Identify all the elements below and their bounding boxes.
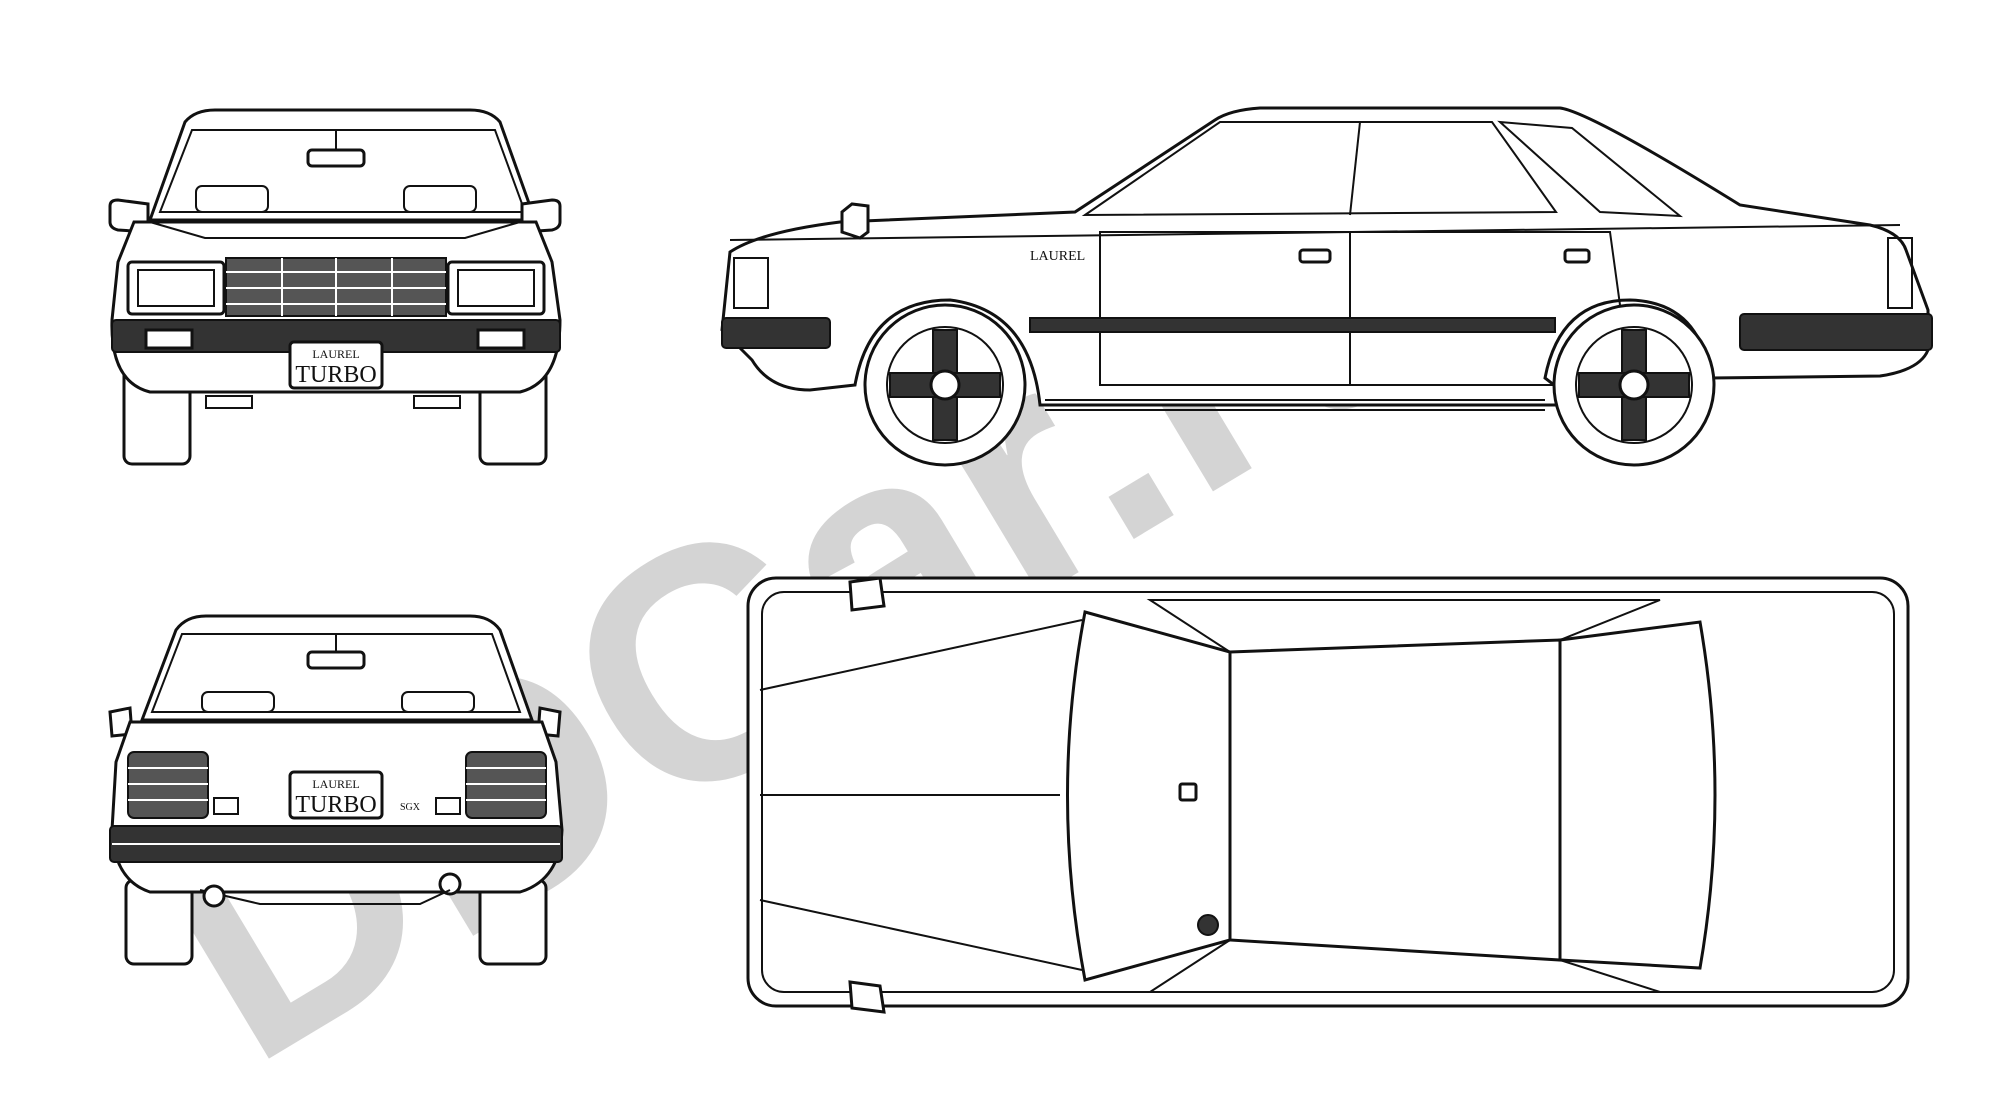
rear-brake-light (306, 650, 366, 670)
rear-door-handle (1563, 248, 1591, 264)
side-rear-bumper (1739, 313, 1933, 351)
front-tow-hook-left (205, 395, 253, 409)
side-front-bumper (721, 317, 831, 349)
top-rear-window (1558, 620, 1717, 970)
top-windshield (1066, 610, 1232, 982)
front-plate-bottom-text: TURBO (295, 362, 376, 388)
exhaust-pipe (438, 872, 462, 896)
side-trim-stripe (1029, 317, 1556, 333)
side-emblem: LAUREL (1030, 249, 1085, 264)
side-headlight (733, 257, 769, 309)
top-left-mirror-icon (848, 576, 886, 612)
front-right-headlight (446, 260, 546, 316)
side-front-wheel (863, 303, 1027, 467)
front-plate-top-text: LAUREL (312, 347, 359, 361)
rear-plate-bottom-text: TURBO (295, 792, 376, 818)
rear-view: LAUREL TURBO SGX (108, 614, 564, 966)
front-view: LAUREL TURBO (108, 108, 562, 466)
top-right-mirror-icon (848, 980, 886, 1014)
top-side-glass-left (1146, 599, 1661, 654)
front-license-plate (288, 340, 384, 390)
rear-plate-top-text: LAUREL (312, 777, 359, 791)
rear-axle (199, 889, 451, 905)
side-rear-wheel (1552, 303, 1716, 467)
front-left-indicator (144, 328, 194, 350)
side-windows (1081, 121, 1558, 217)
rear-trim-badge: SGX (400, 802, 421, 813)
rear-window (150, 633, 522, 713)
top-roof-detail (1178, 782, 1198, 802)
top-roof (1228, 638, 1562, 962)
rear-seat-left (201, 691, 275, 713)
rear-reflector-right (435, 797, 461, 815)
front-left-headlight (126, 260, 226, 316)
rear-diff (202, 884, 226, 908)
top-view (746, 576, 1910, 1014)
front-seat-right (403, 185, 477, 213)
top-antenna (1197, 914, 1219, 936)
side-taillight (1887, 237, 1913, 309)
front-seat-left (195, 185, 269, 213)
front-windshield (158, 129, 527, 213)
side-view: LAUREL (720, 106, 1933, 467)
front-door-handle (1298, 248, 1332, 264)
front-tow-hook-right (413, 395, 461, 409)
rear-view-mirror (306, 148, 366, 168)
side-mirror-icon (840, 202, 870, 240)
front-right-indicator (476, 328, 526, 350)
top-hood (759, 619, 1083, 971)
rear-reflector-left (213, 797, 239, 815)
top-side-glass-right (1146, 938, 1661, 993)
side-quarter-window (1497, 120, 1683, 218)
rear-seat-right (401, 691, 475, 713)
rear-license-plate (288, 770, 384, 820)
